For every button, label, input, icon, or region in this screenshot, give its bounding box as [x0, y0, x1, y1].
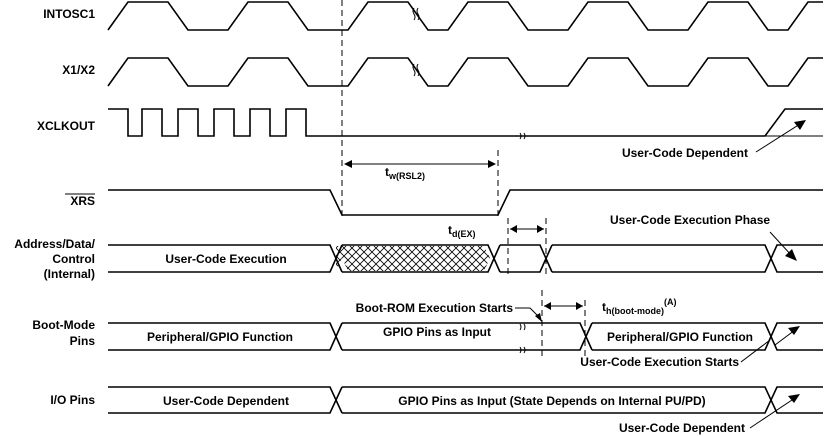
- signal-label-io: I/O Pins: [50, 393, 95, 407]
- x1x2-break-mark: [412, 63, 420, 77]
- signal-label-bootmode-2: Pins: [70, 334, 96, 348]
- td-arrow-left: [510, 225, 517, 233]
- signal-label-xclkout: XCLKOUT: [37, 119, 96, 133]
- signal-label-bootmode-1: Boot-Mode: [32, 318, 95, 332]
- signal-label-x1x2: X1/X2: [62, 63, 95, 77]
- intosc1-break-mark: [412, 7, 420, 21]
- signal-label-intosc1: INTOSC1: [43, 7, 95, 21]
- io-pins-waveform: [108, 386, 823, 414]
- label-tw-rsl2: tw(RSL2): [385, 165, 425, 181]
- td-arrow-right: [537, 225, 544, 233]
- signal-label-xrs: XRS: [70, 194, 95, 208]
- label-td-ex: td(EX): [448, 223, 476, 239]
- xclkout-break-mark: [519, 132, 526, 140]
- th-arrow-left: [544, 302, 551, 310]
- label-io-gpio-pins-input-state: GPIO Pins as Input (State Depends on Int…: [398, 394, 705, 408]
- x1x2-waveform: [107, 57, 823, 87]
- th-arrow-right: [576, 302, 583, 310]
- label-user-code-execution-starts: User-Code Execution Starts: [580, 355, 739, 369]
- label-user-code-dependent-2: User-Code Dependent: [619, 421, 745, 435]
- label-gpio-pins-as-input: GPIO Pins as Input: [383, 325, 491, 339]
- label-th-boot-mode: th(boot-mode)(A): [602, 297, 676, 316]
- addr-bus-waveform: [108, 244, 823, 273]
- exec-phase-leader-line: [769, 231, 793, 257]
- io-leader-line: [749, 397, 796, 429]
- exec-starts-leader-line: [740, 339, 771, 363]
- xrs-waveform: [108, 189, 823, 216]
- bootmode-waveform: [108, 322, 823, 351]
- label-io-user-code-dependent: User-Code Dependent: [163, 394, 289, 408]
- label-user-code-execution-phase: User-Code Execution Phase: [610, 213, 770, 227]
- label-user-code-dependent-1: User-Code Dependent: [622, 146, 748, 160]
- tw-arrow-right: [488, 160, 496, 168]
- label-peripheral-gpio-1: Peripheral/GPIO Function: [147, 330, 293, 344]
- signal-label-addr-3: (Internal): [44, 267, 95, 281]
- boot-rom-arrowhead: [535, 313, 542, 322]
- label-user-code-execution: User-Code Execution: [165, 252, 286, 266]
- tw-arrow-left: [344, 160, 352, 168]
- addr-bus-undefined-hatch: [336, 246, 490, 271]
- io-arrowhead: [788, 394, 800, 403]
- signal-label-addr-2: Control: [52, 252, 95, 266]
- xclkout-arrowhead: [794, 120, 806, 130]
- label-boot-rom-execution-starts: Boot-ROM Execution Starts: [356, 301, 514, 315]
- intosc1-waveform: [107, 1, 823, 31]
- exec-phase-arrowhead: [785, 249, 797, 261]
- bootmode-leader-line: [774, 329, 796, 346]
- xclkout-leader-line: [755, 123, 801, 153]
- bootmode-arrowhead: [788, 326, 800, 335]
- label-peripheral-gpio-2: Peripheral/GPIO Function: [607, 330, 753, 344]
- signal-label-addr-1: Address/Data/: [14, 237, 95, 251]
- bootmode-break-mark: [519, 323, 526, 354]
- xclkout-waveform: [108, 108, 823, 137]
